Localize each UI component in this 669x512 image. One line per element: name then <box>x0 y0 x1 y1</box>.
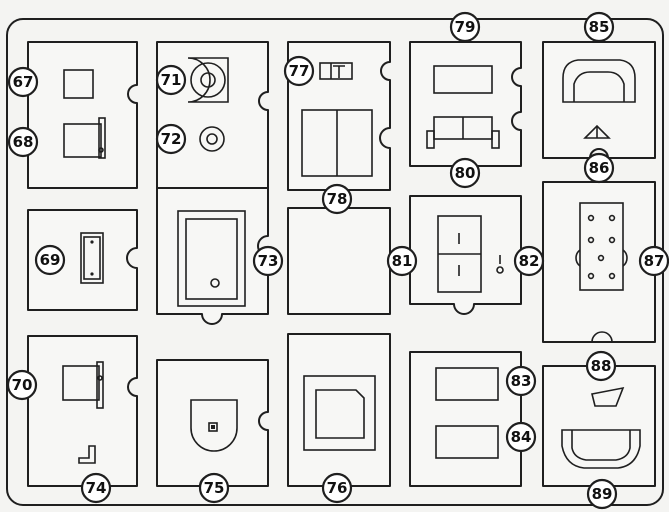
svg-text:81: 81 <box>392 252 413 270</box>
part-number-74: 74 <box>80 472 112 504</box>
part-number-80: 80 <box>449 157 481 189</box>
part-number-77: 77 <box>283 55 315 87</box>
svg-text:72: 72 <box>161 130 182 148</box>
svg-text:69: 69 <box>40 251 61 269</box>
svg-text:75: 75 <box>204 479 225 497</box>
part-number-71: 71 <box>155 64 187 96</box>
svg-text:82: 82 <box>519 252 540 270</box>
svg-text:79: 79 <box>455 18 476 36</box>
piece-77-78 <box>287 41 391 191</box>
svg-text:78: 78 <box>327 190 348 208</box>
piece-87-88 <box>542 181 656 343</box>
piece-85-86 <box>542 41 656 159</box>
svg-text:84: 84 <box>511 428 532 446</box>
part-number-83: 83 <box>505 365 537 397</box>
piece-71-72 <box>156 41 269 189</box>
part-number-88: 88 <box>585 350 617 382</box>
piece-82 <box>409 195 522 315</box>
svg-text:89: 89 <box>592 485 613 503</box>
part-number-76: 76 <box>321 472 353 504</box>
part-number-85: 85 <box>583 11 615 43</box>
part-number-78: 78 <box>321 183 353 215</box>
part-number-69: 69 <box>34 244 66 276</box>
part-number-86: 86 <box>583 152 615 184</box>
part-number-70: 70 <box>6 369 38 401</box>
svg-text:68: 68 <box>13 133 34 151</box>
svg-text:77: 77 <box>289 62 310 80</box>
part-number-81: 81 <box>386 245 418 277</box>
part-number-87: 87 <box>638 245 669 277</box>
svg-text:87: 87 <box>644 252 665 270</box>
piece-76 <box>287 333 391 487</box>
svg-text:85: 85 <box>589 18 610 36</box>
piece-67-68 <box>27 41 138 189</box>
svg-text:76: 76 <box>327 479 348 497</box>
svg-text:86: 86 <box>589 159 610 177</box>
piece-79-80 <box>409 41 522 167</box>
piece-89 <box>542 365 656 487</box>
svg-text:71: 71 <box>161 71 182 89</box>
part-number-73: 73 <box>252 245 284 277</box>
svg-text:73: 73 <box>258 252 279 270</box>
svg-text:70: 70 <box>12 376 33 394</box>
piece-70-74 <box>27 335 138 487</box>
part-number-84: 84 <box>505 421 537 453</box>
part-number-72: 72 <box>155 123 187 155</box>
piece-69 <box>27 209 138 311</box>
part-number-75: 75 <box>198 472 230 504</box>
piece-81 <box>287 207 391 315</box>
part-number-68: 68 <box>7 126 39 158</box>
svg-text:67: 67 <box>13 73 34 91</box>
part-number-89: 89 <box>586 478 618 510</box>
part-number-67: 67 <box>7 66 39 98</box>
part-number-79: 79 <box>449 11 481 43</box>
svg-text:88: 88 <box>591 357 612 375</box>
part-number-82: 82 <box>513 245 545 277</box>
piece-83-84 <box>409 351 522 487</box>
piece-73 <box>156 187 269 325</box>
svg-text:83: 83 <box>511 372 532 390</box>
svg-text:74: 74 <box>86 479 107 497</box>
svg-text:80: 80 <box>455 164 476 182</box>
piece-75 <box>156 359 269 487</box>
